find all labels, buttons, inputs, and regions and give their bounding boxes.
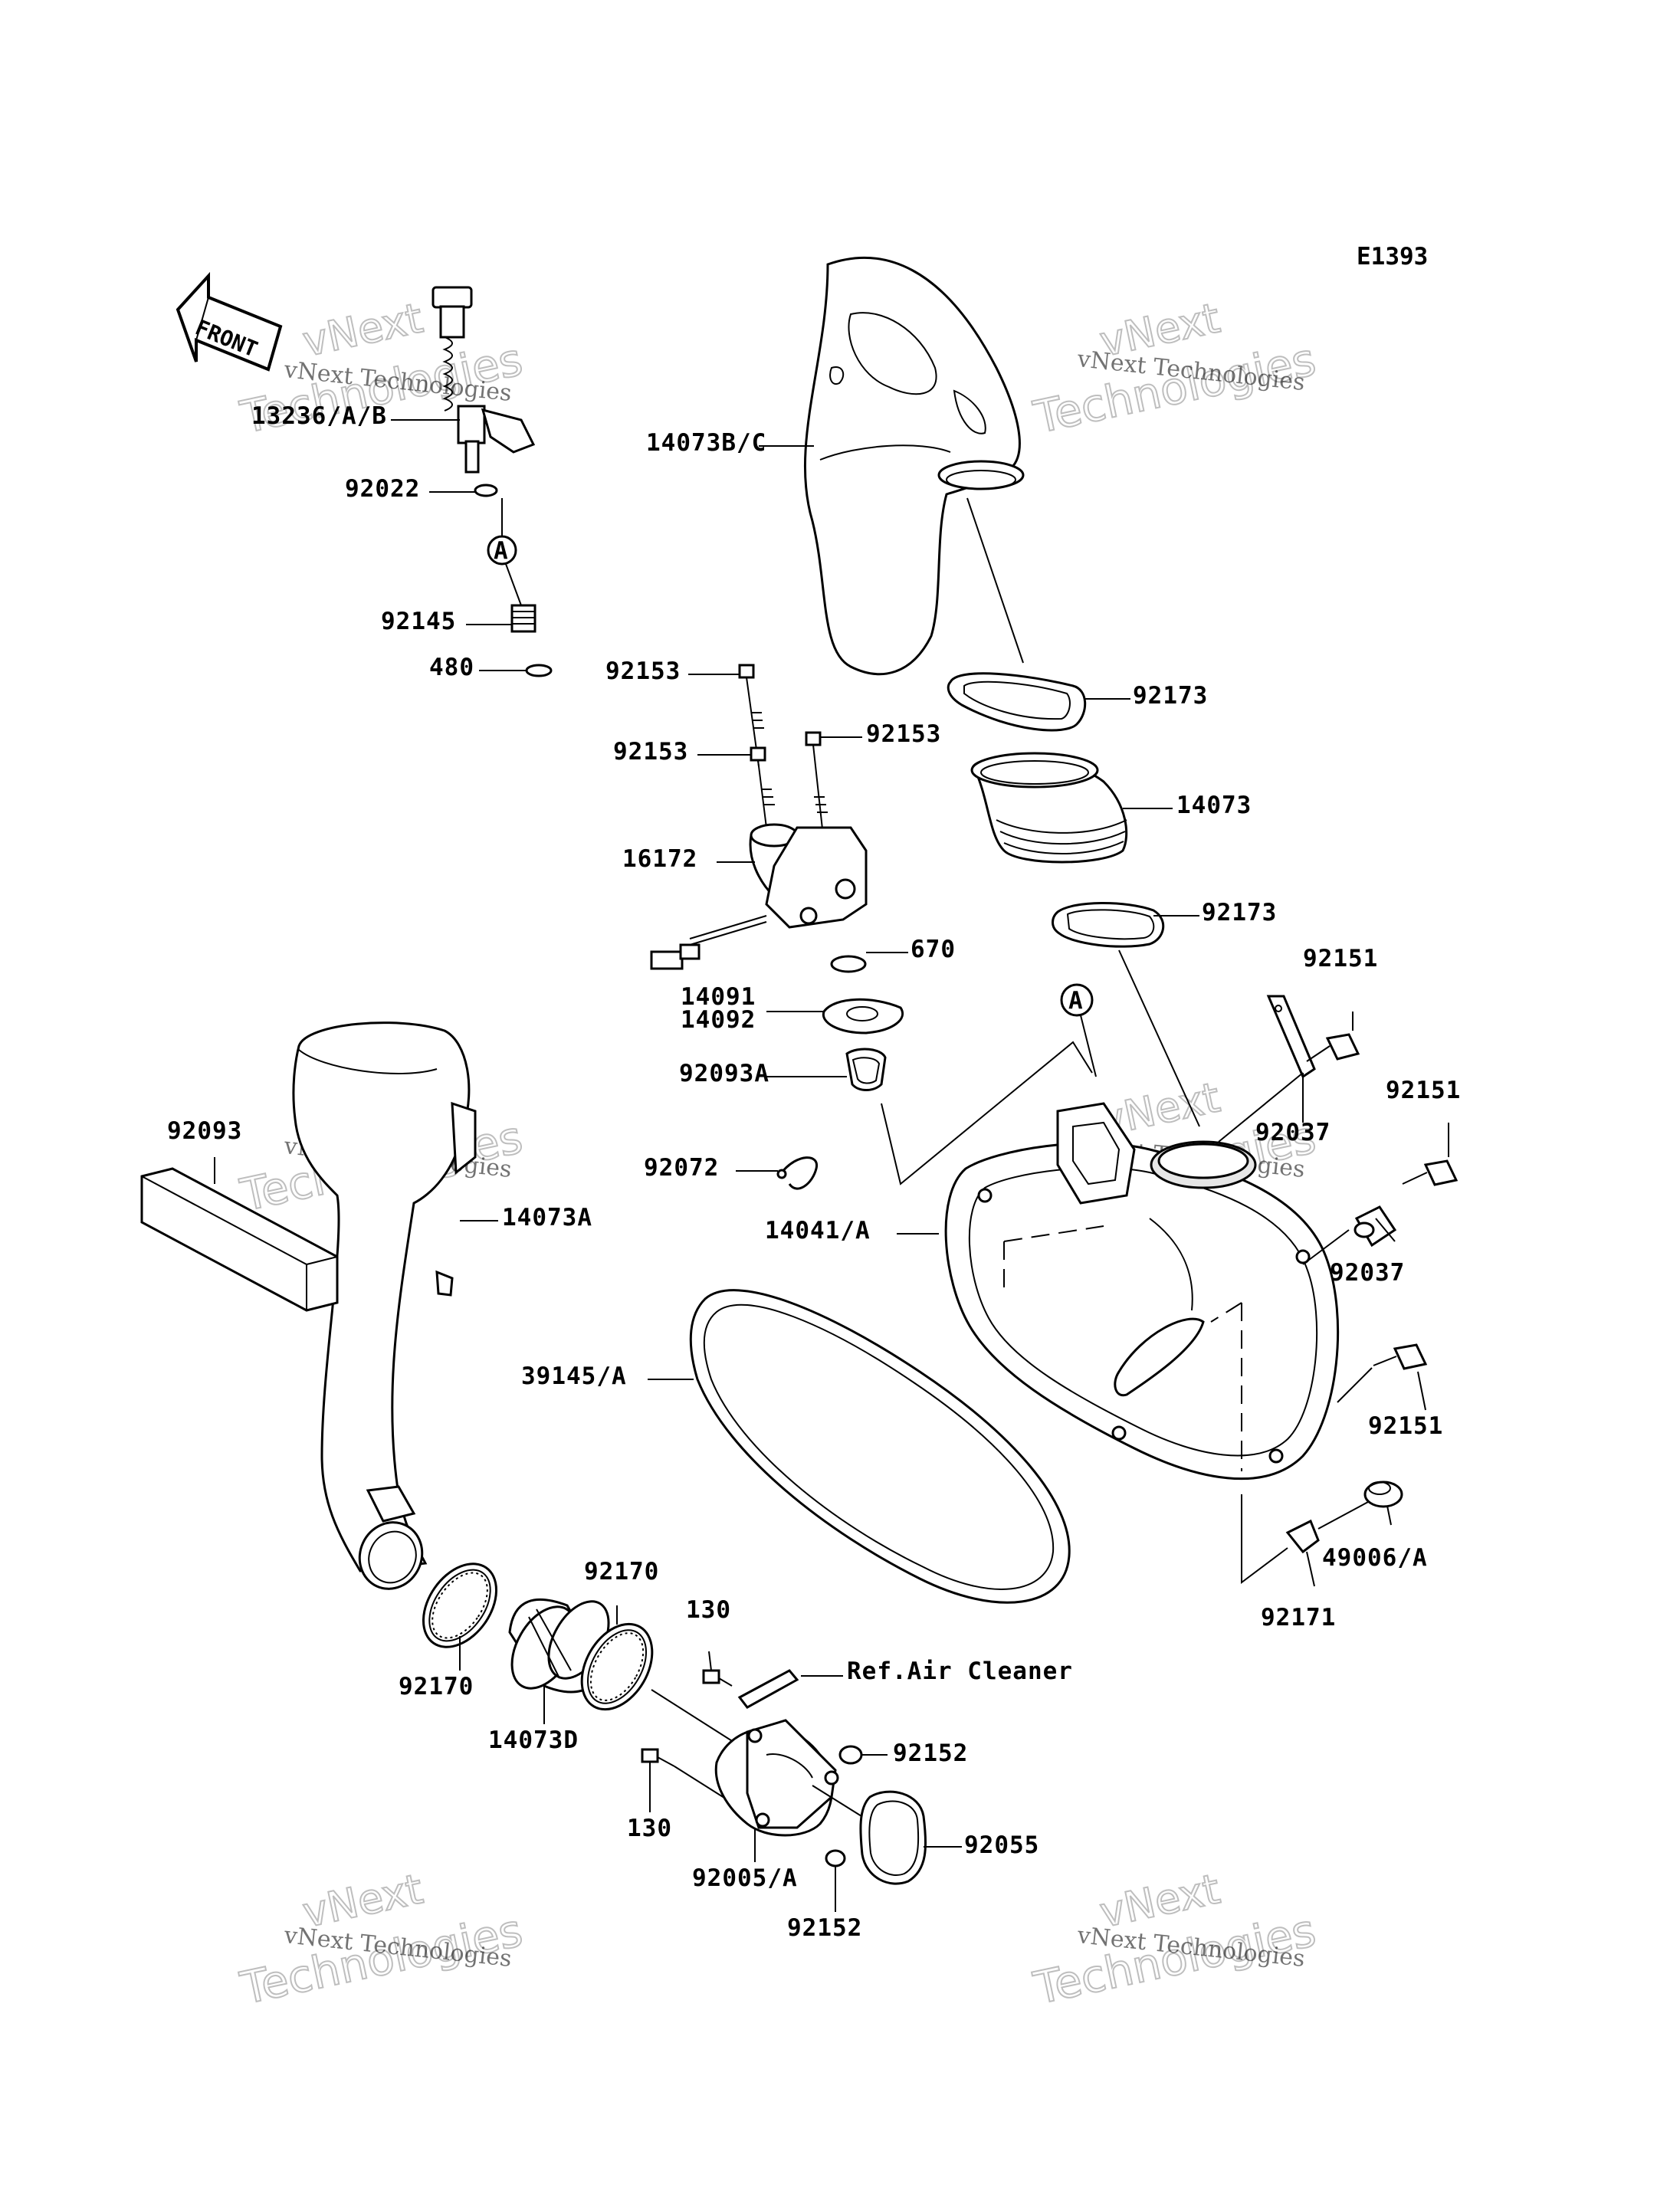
- label-92170-right: 92170: [584, 1558, 660, 1585]
- label-92171: 92171: [1261, 1604, 1337, 1631]
- part-92171-clip: [1285, 1519, 1320, 1554]
- part-14073-boot: [970, 752, 1128, 864]
- part-49006a-cap: [1363, 1481, 1403, 1508]
- label-14073a: 14073A: [502, 1204, 592, 1231]
- part-92170-clamp-left: [422, 1562, 498, 1648]
- part-92151-bolt-lower: [1373, 1343, 1428, 1370]
- label-92153-a: 92153: [605, 657, 681, 685]
- label-92055: 92055: [964, 1831, 1040, 1859]
- ref-marker-a-cover-label: A: [1068, 987, 1083, 1015]
- label-92153-b: 92153: [866, 720, 942, 748]
- part-14073bc-duct: [803, 256, 1025, 676]
- label-670: 670: [911, 936, 956, 963]
- front-arrow-icon: FRONT: [176, 271, 283, 372]
- label-480: 480: [429, 654, 474, 681]
- part-130-bolt-upper: [702, 1669, 733, 1687]
- label-14073d: 14073D: [488, 1726, 579, 1754]
- label-92173-upper: 92173: [1133, 682, 1209, 710]
- label-92170-left: 92170: [399, 1673, 474, 1700]
- part-92022: [474, 484, 498, 497]
- part-14073a-duct: [292, 1021, 477, 1590]
- part-14041a-cover: [944, 1102, 1340, 1481]
- part-92170-clamp-right: [580, 1622, 654, 1711]
- label-14092: 14092: [681, 1006, 756, 1034]
- label-130-upper: 130: [686, 1596, 731, 1624]
- part-92093-foam: [140, 1167, 339, 1312]
- part-39145a-belt: [689, 1289, 1071, 1604]
- part-13236-assembly: [431, 286, 536, 474]
- part-92151-bolt-upper: [1306, 1033, 1360, 1062]
- svg-text:vNext: vNext: [299, 293, 427, 366]
- part-670-oring: [830, 955, 867, 973]
- label-92093a: 92093A: [679, 1060, 769, 1087]
- part-92152-cap-upper: [838, 1745, 863, 1765]
- part-480: [525, 664, 553, 677]
- label-92152-upper: 92152: [893, 1740, 969, 1767]
- part-130-bolt-lower: [641, 1748, 675, 1767]
- part-14091-flange: [822, 998, 904, 1035]
- label-130-lower: 130: [627, 1815, 672, 1842]
- label-92151-mid: 92151: [1386, 1077, 1462, 1104]
- label-13236: 13236/A/B: [251, 402, 387, 430]
- ref-air-cleaner-pipe: [737, 1669, 799, 1709]
- diagram-code: E1393: [1357, 243, 1428, 271]
- label-14041a: 14041/A: [765, 1217, 871, 1244]
- part-92153-bolt-b: [805, 731, 828, 844]
- part-92093a-gasket: [845, 1048, 887, 1091]
- part-92005a-housing: [714, 1719, 839, 1837]
- label-92037-lower: 92037: [1330, 1259, 1406, 1287]
- label-92072: 92072: [644, 1154, 720, 1182]
- label-92151-upper: 92151: [1303, 945, 1379, 972]
- watermark-bottom-right: vNext Technologies vNext Technologies: [1029, 1864, 1321, 2015]
- part-92153-bolt-c: [750, 746, 775, 828]
- part-92037-bracket-lower: [1354, 1205, 1397, 1248]
- label-ref-air-cleaner: Ref.Air Cleaner: [847, 1658, 1073, 1685]
- part-92173-upper: [947, 672, 1087, 732]
- watermark-top-right: vNext Technologies vNext Technologies: [1029, 293, 1321, 444]
- ref-marker-a-cover: [1060, 983, 1094, 1017]
- part-92173-lower: [1052, 902, 1165, 948]
- label-49006a: 49006/A: [1322, 1544, 1428, 1572]
- label-92151-lower: 92151: [1368, 1412, 1444, 1440]
- ref-marker-a-top-label: A: [494, 537, 508, 565]
- label-92093: 92093: [167, 1117, 243, 1145]
- part-92072-clip: [776, 1156, 818, 1190]
- label-92005a: 92005/A: [692, 1864, 798, 1892]
- part-92037-bracket-upper: [1266, 995, 1316, 1079]
- label-92173-lower: 92173: [1202, 899, 1278, 926]
- part-92055-gasket: [859, 1790, 927, 1885]
- part-92151-bolt-mid: [1402, 1159, 1459, 1186]
- label-92022: 92022: [345, 475, 421, 503]
- label-14073: 14073: [1176, 792, 1252, 819]
- label-92153-c: 92153: [613, 738, 689, 766]
- label-14091: 14091: [681, 983, 756, 1011]
- label-92152-lower: 92152: [787, 1914, 863, 1942]
- label-14073bc: 14073B/C: [646, 429, 767, 457]
- label-39145a: 39145/A: [521, 1362, 627, 1390]
- label-92037-upper: 92037: [1255, 1119, 1331, 1146]
- part-16172-actuator: [650, 823, 868, 970]
- label-92145: 92145: [381, 608, 457, 635]
- watermark-bottom-left: vNext Technologies vNext Technologies: [235, 1864, 528, 2015]
- label-16172: 16172: [622, 845, 698, 873]
- part-92152-cap-lower: [825, 1849, 846, 1867]
- part-92145: [510, 604, 536, 633]
